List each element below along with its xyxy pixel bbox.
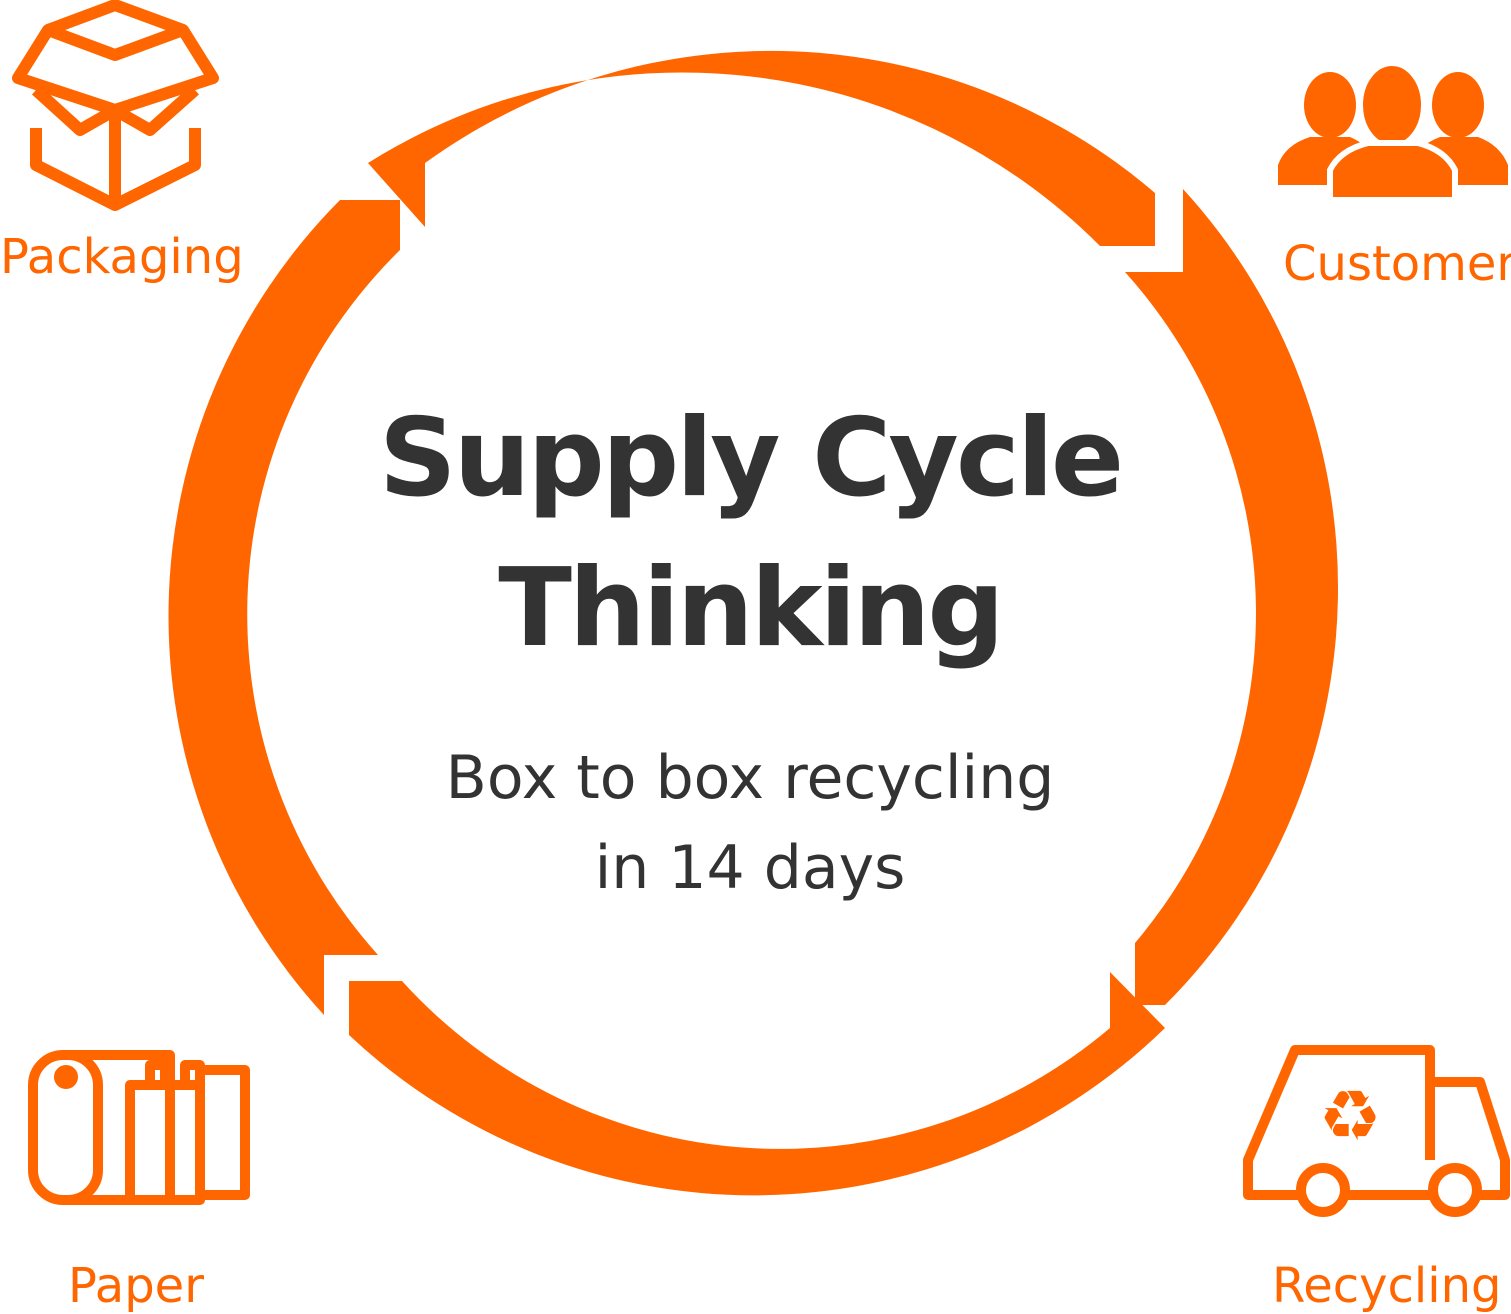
cycle-arrow-right [1125,189,1339,1005]
cycle-arrow-bottom [349,972,1165,1196]
title-line1: Supply Cycle [378,396,1124,521]
customer-label: Customer [1283,236,1511,292]
packaging-label: Packaging [0,229,244,285]
subtitle-line1: Box to box recycling [445,743,1055,813]
recycling-truck-icon [1243,1045,1510,1217]
people-icon [1278,60,1508,203]
subtitle-line2: in 14 days [594,833,906,903]
cycle-arrow-top [368,50,1155,247]
paper-roll-bags-icon [28,1050,250,1205]
cycle-arrow-left [168,200,400,1015]
recycle-symbol-icon: ♻ [1319,1075,1382,1157]
paper-label: Paper [68,1258,204,1314]
box-icon [12,0,219,211]
title-line2: Thinking [498,546,1005,671]
recycling-label: Recycling [1272,1258,1502,1314]
